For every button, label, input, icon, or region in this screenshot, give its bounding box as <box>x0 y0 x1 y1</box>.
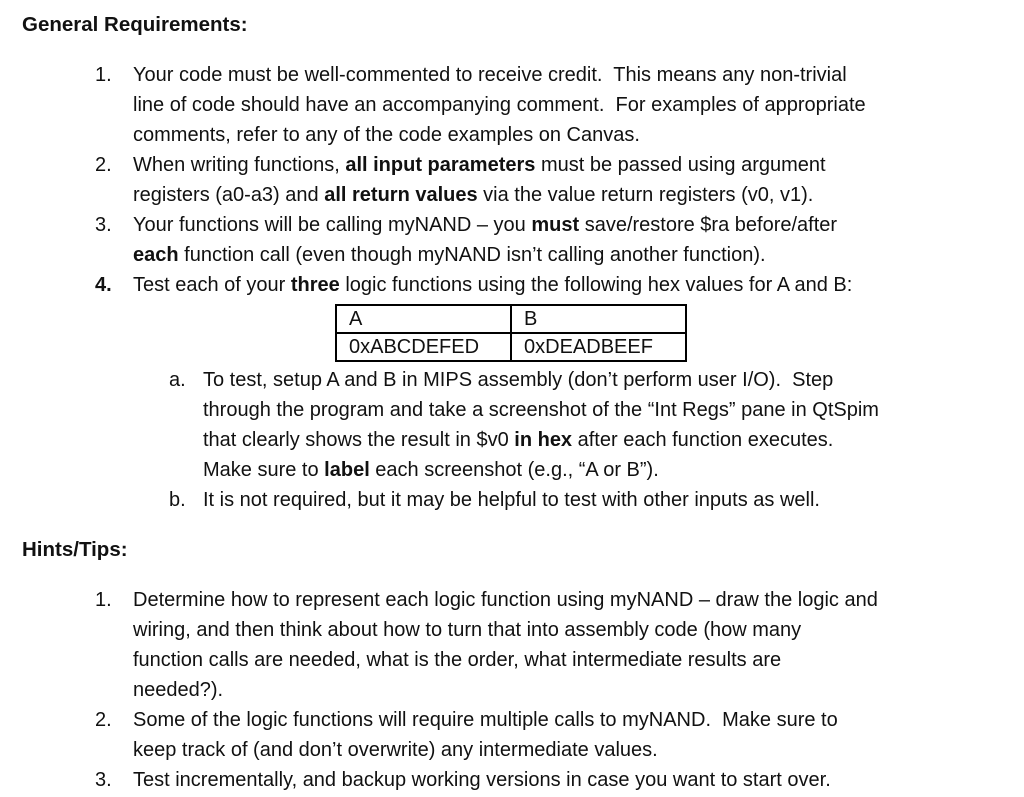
hints-tips-list: 1. Determine how to represent each logic… <box>95 585 1004 795</box>
list-marker: 1. <box>95 589 112 611</box>
general-requirements-list: 1. Your code must be well-commented to r… <box>95 60 1004 515</box>
section-heading-general-requirements: General Requirements: <box>22 13 248 36</box>
list-marker: b. <box>169 489 186 511</box>
section-heading-hints-tips: Hints/Tips: <box>22 538 128 561</box>
section-hints-tips: Hints/Tips: 1. Determine how to represen… <box>22 535 1004 795</box>
list-item: 2. When writing functions, all input par… <box>95 150 1004 210</box>
list-item-text: Test each of your three logic functions … <box>133 274 853 296</box>
table-cell-a-value: 0xABCDEFED <box>335 332 512 362</box>
list-marker: 1. <box>95 64 112 86</box>
list-item: 1. Your code must be well-commented to r… <box>95 60 1004 150</box>
list-item-text: Your functions will be calling myNAND – … <box>133 214 838 266</box>
list-marker: a. <box>169 369 186 391</box>
list-item: 4. Test each of your three logic functio… <box>95 270 1004 515</box>
table-cell-b-value: 0xDEADBEEF <box>510 332 687 362</box>
table-header-cell-a: A <box>335 304 512 334</box>
list-item-text: Determine how to represent each logic fu… <box>133 589 878 701</box>
list-item: 3. Your functions will be calling myNAND… <box>95 210 1004 270</box>
list-marker: 4. <box>95 274 112 296</box>
sub-list-item: b. It is not required, but it may be hel… <box>169 485 1004 515</box>
list-item-text: Some of the logic functions will require… <box>133 709 838 761</box>
list-item-text: When writing functions, all input parame… <box>133 154 826 206</box>
list-marker: 3. <box>95 214 112 236</box>
list-marker: 2. <box>95 709 112 731</box>
list-item: 2. Some of the logic functions will requ… <box>95 705 1004 765</box>
list-item: 1. Determine how to represent each logic… <box>95 585 1004 705</box>
sub-list: a. To test, setup A and B in MIPS assemb… <box>169 365 1004 515</box>
list-marker: 3. <box>95 769 112 791</box>
list-marker: 2. <box>95 154 112 176</box>
sub-list-item-text: To test, setup A and B in MIPS assembly … <box>203 369 879 481</box>
table-header-row: A B <box>335 304 687 334</box>
table-row: 0xABCDEFED 0xDEADBEEF <box>335 332 687 362</box>
sub-list-item: a. To test, setup A and B in MIPS assemb… <box>169 365 1004 485</box>
table-header-cell-b: B <box>510 304 687 334</box>
section-general-requirements: General Requirements: 1. Your code must … <box>22 10 1004 515</box>
list-item: 3. Test incrementally, and backup workin… <box>95 765 1004 795</box>
sub-list-item-text: It is not required, but it may be helpfu… <box>203 489 820 511</box>
list-item-text: Your code must be well-commented to rece… <box>133 64 866 146</box>
hex-values-table: A B 0xABCDEFED 0xDEADBEEF <box>335 304 687 362</box>
list-item-text: Test incrementally, and backup working v… <box>133 769 831 791</box>
